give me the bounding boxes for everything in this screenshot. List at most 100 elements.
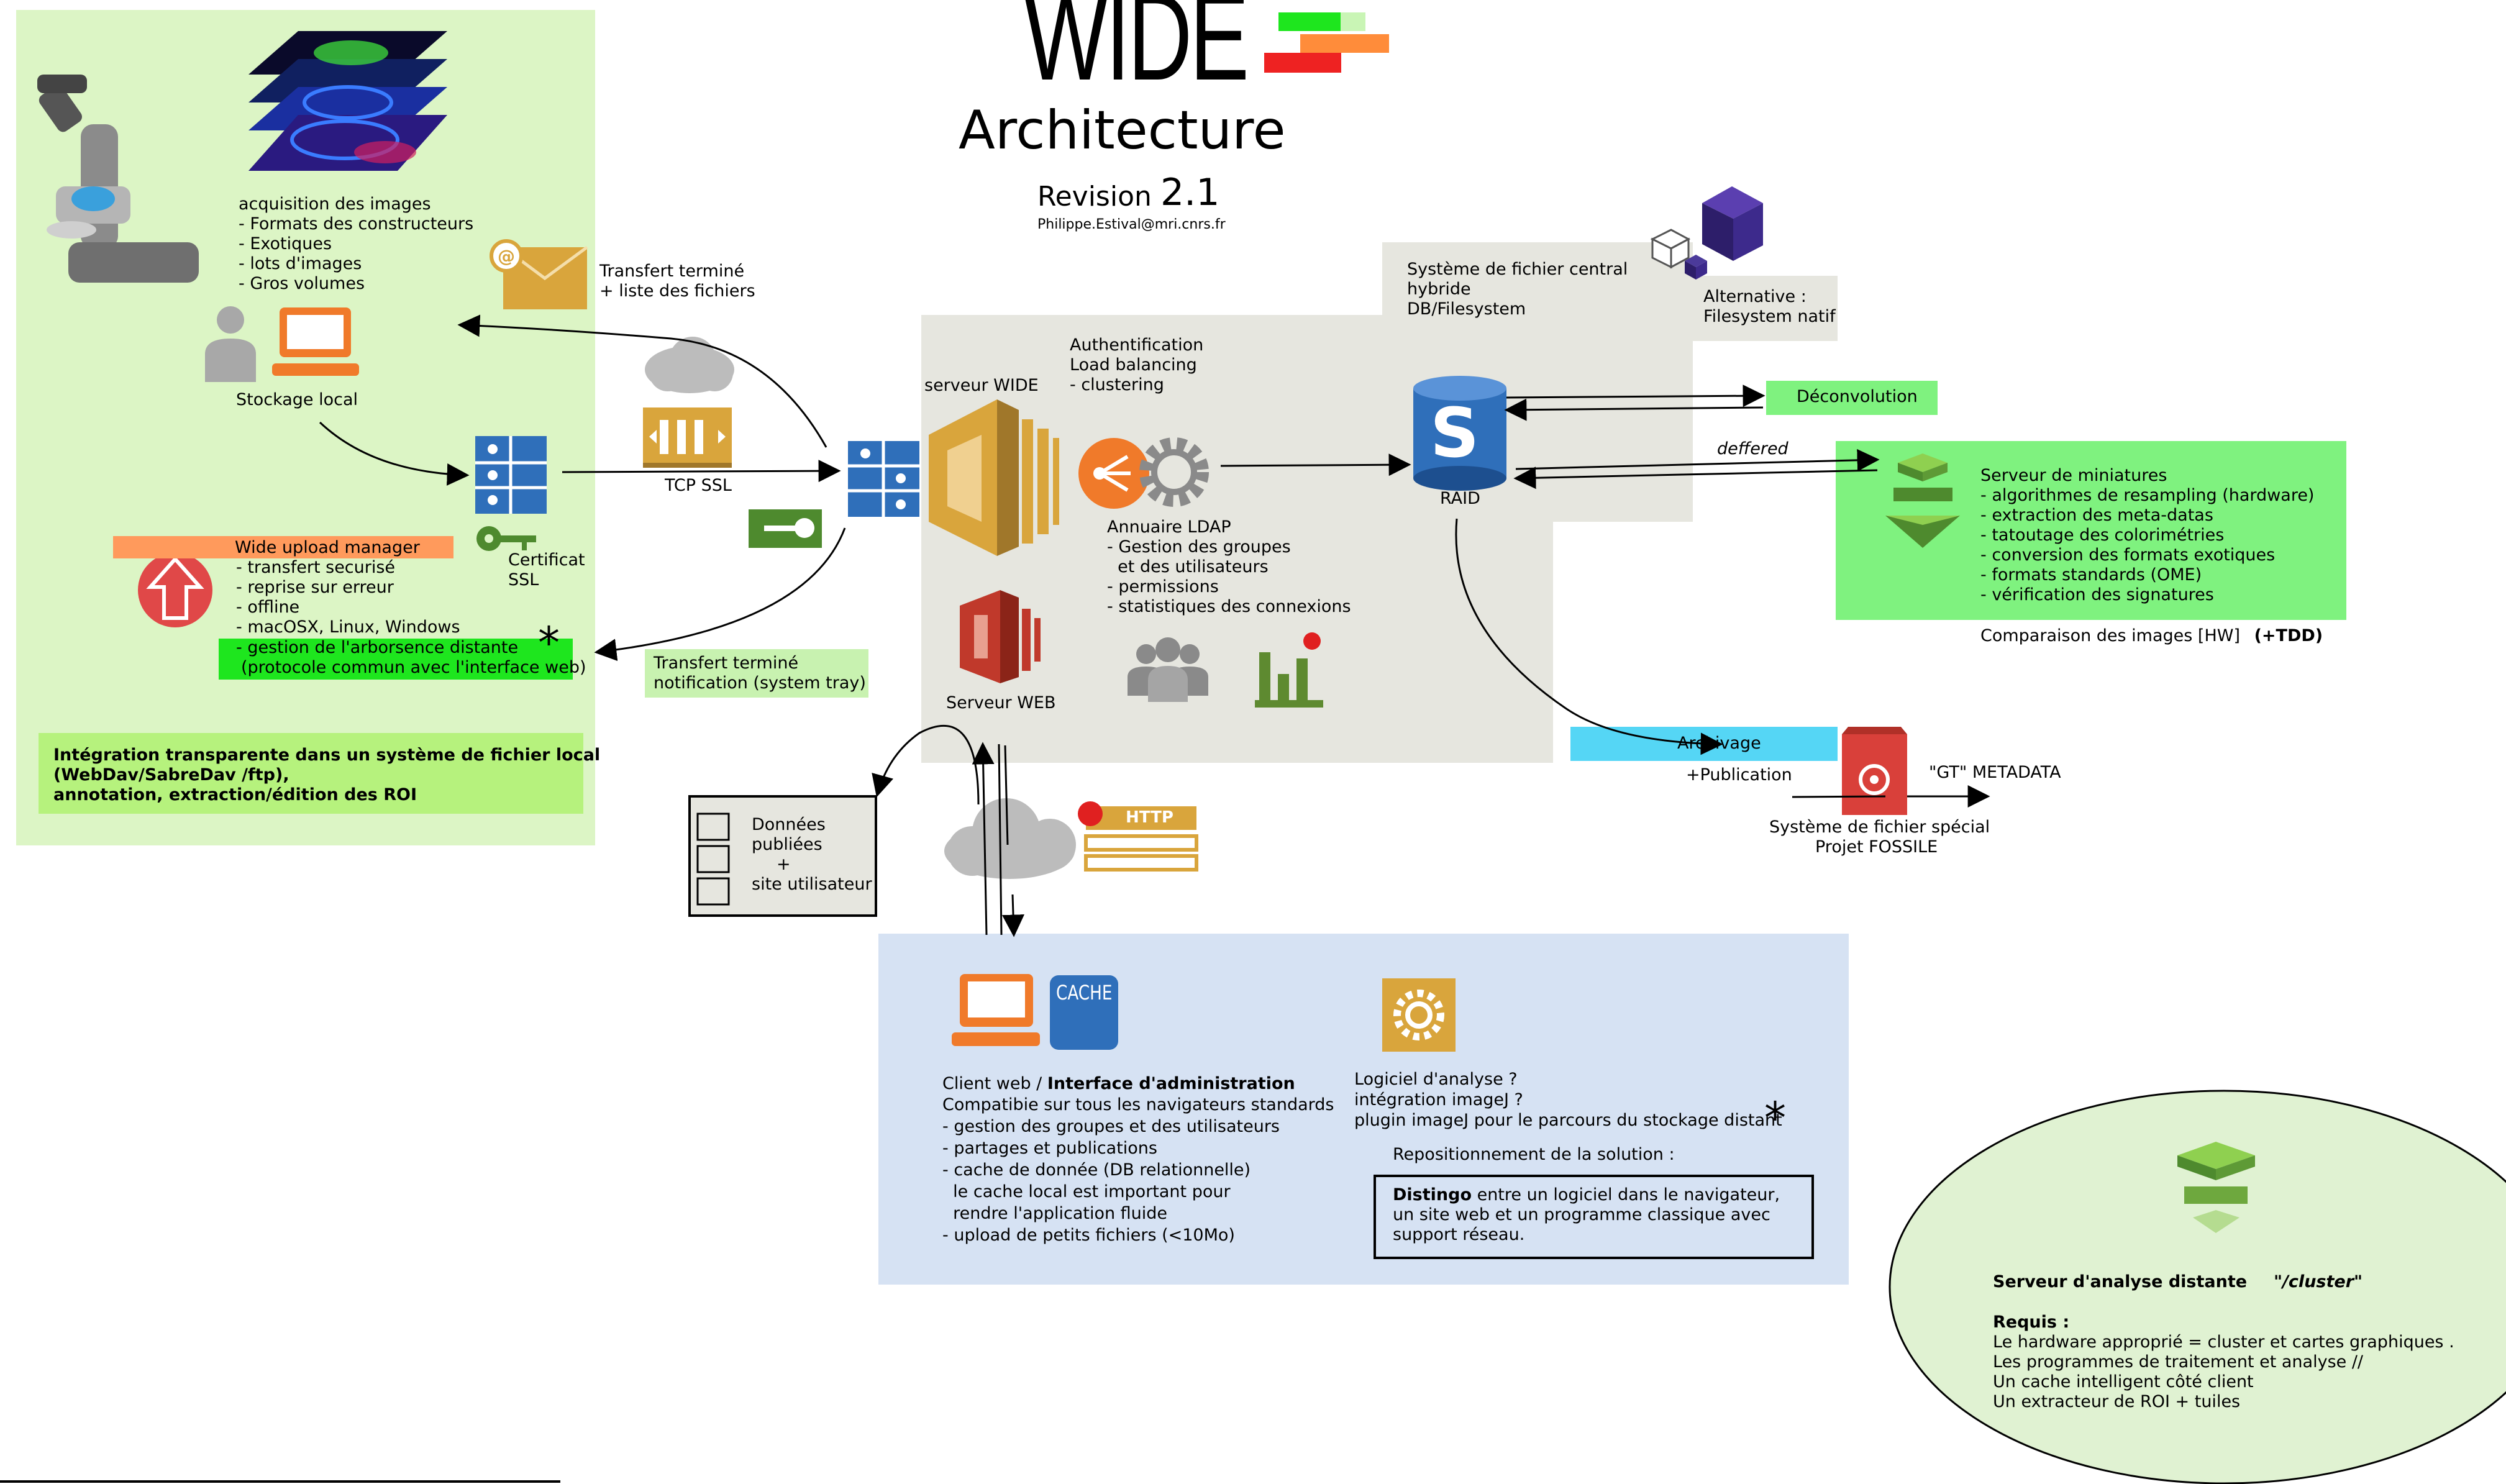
archive-label: Archivage xyxy=(1677,734,1761,753)
acquisition-item: - Formats des constructeurs xyxy=(239,214,474,234)
load-balancer-icon xyxy=(1078,438,1149,509)
analysis-line3: plugin imageJ pour le parcours du stocka… xyxy=(1354,1111,1782,1130)
acquisition-title: acquisition des images xyxy=(239,194,431,214)
tray-notice-line2: notification (system tray) xyxy=(654,673,866,693)
central-fs-line3: DB/Filesystem xyxy=(1407,299,1526,319)
upload-manager-highlight xyxy=(219,639,573,680)
analysis-line1: Logiciel d'analyse ? xyxy=(1354,1070,1518,1089)
raid-label: RAID xyxy=(1440,489,1480,508)
raid-letter: S xyxy=(1430,393,1480,473)
author-email: Philippe.Estival@mri.cnrs.fr xyxy=(1037,217,1226,232)
web-client-item: - gestion des groupes et des utilisateur… xyxy=(942,1117,1280,1136)
metadata-label: "GT" METADATA xyxy=(1929,763,2061,782)
deffered-label: deffered xyxy=(1717,439,1788,458)
cluster-title-italic: "/cluster" xyxy=(2274,1272,2363,1291)
thumbnail-server-item: - tatoutage des colorimétries xyxy=(1980,526,2225,545)
web-client-item: - cache de donnée (DB relationnelle) xyxy=(942,1160,1251,1180)
cluster-item: Un extracteur de ROI + tuiles xyxy=(1993,1392,2241,1411)
central-fs-line1: Système de fichier central xyxy=(1407,260,1628,279)
acquisition-item: - lots d'images xyxy=(239,254,362,273)
upload-manager-highlight-line2: (protocole commun avec l'interface web) xyxy=(241,658,586,677)
thumbnail-server-item: - conversion des formats exotiques xyxy=(1980,545,2276,565)
auth-line3: - clustering xyxy=(1070,375,1164,394)
wide-server-label: serveur WIDE xyxy=(924,376,1039,395)
cubes-icon xyxy=(1650,186,1763,280)
publication-label: +Publication xyxy=(1686,765,1792,785)
tray-notice-line1: Transfert terminé xyxy=(654,653,799,673)
integration-box xyxy=(39,733,583,814)
key-badge-icon xyxy=(749,509,822,548)
upload-manager-highlight-line1: - gestion de l'arborsence distante xyxy=(236,638,519,657)
transport-icon xyxy=(643,407,732,468)
ssl-key-icon xyxy=(476,526,536,551)
upload-manager-bar xyxy=(113,536,453,558)
alternative-panel xyxy=(1693,276,1838,341)
distingo-line3: support réseau. xyxy=(1393,1225,1525,1244)
web-client-title: Client web / Interface d'administration xyxy=(942,1074,1295,1094)
upload-manager-item: - reprise sur erreur xyxy=(236,578,394,597)
cluster-item: Le hardware approprié = cluster et carte… xyxy=(1993,1332,2454,1352)
cluster-stack-icon xyxy=(2177,1142,2255,1233)
wide-server-icon xyxy=(929,399,1059,556)
distingo-line2: un site web et un programme classique av… xyxy=(1393,1205,1770,1224)
cache-label: CACHE xyxy=(1056,981,1113,1004)
published-line3: + xyxy=(777,855,791,874)
connectors xyxy=(319,314,1990,937)
thumbnail-server-item: - extraction des meta-datas xyxy=(1980,506,2213,525)
fossile-storage-icon xyxy=(1842,727,1907,815)
compare-text: Comparaison des images [HW] (+TDD) xyxy=(1980,626,2323,646)
ldap-item: - permissions xyxy=(1107,577,1219,596)
certificate-line1: Certificat xyxy=(508,550,585,570)
fossile-line2: Projet FOSSILE xyxy=(1815,837,1938,857)
thumbnail-server-item: - formats standards (OME) xyxy=(1980,565,2202,585)
raid-storage-icon xyxy=(1413,376,1506,491)
thumbnail-stack-icon xyxy=(1885,453,1960,548)
user-icon xyxy=(205,306,256,382)
published-line2: publiées xyxy=(752,835,822,854)
client-panel xyxy=(878,934,1849,1285)
cluster-item: Les programmes de traitement et analyse … xyxy=(1993,1352,2364,1372)
transport-label: TCP SSL xyxy=(665,476,732,495)
revision-number: 2.1 xyxy=(1160,171,1220,214)
cluster-ellipse xyxy=(1889,1090,2506,1484)
auth-line2: Load balancing xyxy=(1070,355,1197,375)
auth-line1: Authentification xyxy=(1070,335,1204,355)
compare-bold: (+TDD) xyxy=(2254,626,2323,645)
web-client-item: - upload de petits fichiers (<10Mo) xyxy=(942,1226,1235,1245)
local-storage-label: Stockage local xyxy=(236,390,358,409)
server-panel xyxy=(921,242,1693,763)
acquisition-item: - Gros volumes xyxy=(239,274,365,293)
wide-logo-bars xyxy=(1264,12,1389,73)
integration-line3: annotation, extraction/édition des ROI xyxy=(53,785,417,804)
ldap-title: Annuaire LDAP xyxy=(1107,517,1231,537)
http-icon xyxy=(1078,801,1198,872)
web-client-item: Compatibie sur tous les navigateurs stan… xyxy=(942,1095,1334,1114)
deconvolution-label: Déconvolution xyxy=(1797,387,1918,406)
ldap-item: - Gestion des groupes xyxy=(1107,537,1291,557)
statistics-icon xyxy=(1255,632,1323,708)
deconvolution-box xyxy=(1766,381,1938,415)
thumbnail-server-item: - vérification des signatures xyxy=(1980,585,2214,604)
cloud-icon-top xyxy=(645,337,734,393)
upload-manager-item: - transfert securisé xyxy=(236,558,396,577)
microscope-icon xyxy=(37,75,199,283)
published-line4: site utilisateur xyxy=(752,875,872,894)
distingo-bold: Distingo xyxy=(1393,1185,1472,1204)
image-stack-icon xyxy=(248,31,447,171)
web-client-item: rendre l'application fluide xyxy=(942,1204,1168,1223)
web-client-item: - partages et publications xyxy=(942,1139,1157,1158)
compare-plain: Comparaison des images [HW] xyxy=(1980,626,2240,645)
reposition-text: Repositionnement de la solution : xyxy=(1393,1145,1675,1164)
thumbnail-server-item: - algorithmes de resampling (hardware) xyxy=(1980,486,2315,505)
cloud-icon-bottom xyxy=(944,798,1076,879)
upload-manager-item: - offline xyxy=(236,598,300,617)
upload-manager-title: Wide upload manager xyxy=(235,538,420,557)
web-server-icon xyxy=(960,590,1041,683)
web-client-title-bold: Interface d'administration xyxy=(1047,1074,1295,1093)
web-client-item: le cache local est important pour xyxy=(942,1182,1231,1201)
email-notice-line2: + liste des fichiers xyxy=(599,281,755,301)
email-icon: @ xyxy=(490,239,588,309)
acquisition-item: - Exotiques xyxy=(239,234,332,253)
wide-logo-text: WIDE xyxy=(1024,0,1249,106)
ldap-item: - statistiques des connexions xyxy=(1107,597,1351,616)
